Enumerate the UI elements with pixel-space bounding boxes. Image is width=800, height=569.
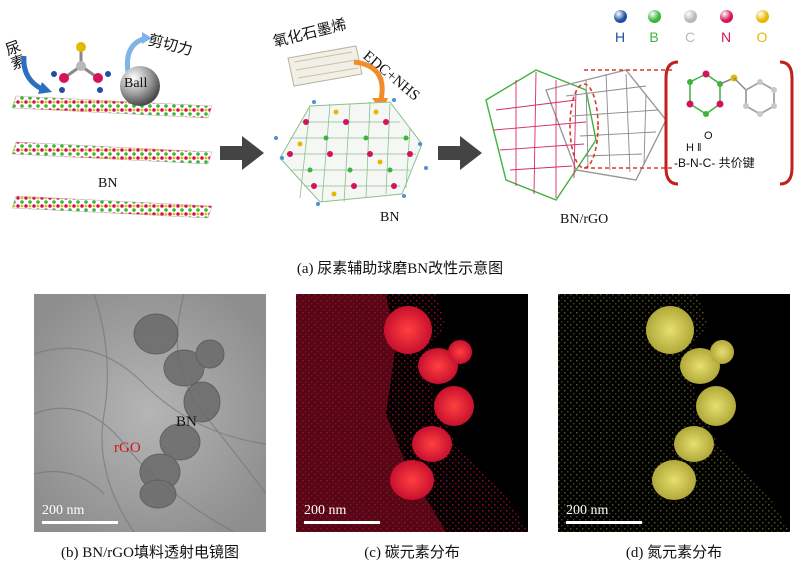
legend-item-o: O (748, 10, 776, 45)
atom-legend: H B C N O (600, 0, 800, 50)
scale-bar-c: 200 nm (304, 503, 380, 524)
bond-label: 共价键 (718, 156, 755, 170)
rgo-tem-label: rGO (114, 440, 141, 456)
legend-ball-o (755, 10, 769, 23)
legend-ball-b (647, 10, 661, 23)
nitrogen-map-panel: 200 nm (558, 294, 790, 532)
nitrogen-map-image (558, 294, 790, 532)
urea-molecule-icon (51, 42, 111, 93)
legend-symbol-b: B (649, 29, 659, 45)
scale-bar-d: 200 nm (566, 503, 642, 524)
modified-bn-flake (274, 98, 428, 206)
bn-rgo-label: BN/rGO (560, 212, 609, 227)
tem-image (34, 294, 266, 532)
legend-item-c: C (676, 10, 704, 45)
bond-formula: -B-N-C- 共价键 (674, 154, 755, 171)
caption-c: (c) 碳元素分布 (364, 545, 460, 561)
scale-line-d (566, 521, 642, 524)
tem-image-panel: BN rGO 200 nm (34, 294, 266, 532)
covalent-bond-callout: O H ‖ -B-N-C- 共价键 (664, 58, 794, 188)
scale-text-d: 200 nm (566, 503, 609, 518)
bn-layered-sheets (11, 95, 213, 219)
legend-item-h: H (606, 10, 634, 45)
legend-ball-c (683, 10, 697, 23)
legend-symbol-n: N (720, 29, 732, 45)
legend-ball-n (719, 10, 733, 23)
process-arrow-icon (220, 136, 264, 170)
legend-item-n: N (712, 10, 740, 45)
legend-ball-h (613, 10, 627, 23)
bond-formula-text: -B-N-C- (674, 156, 716, 170)
bn-rgo-composite (485, 69, 667, 201)
caption-a: (a) 尿素辅助球磨BN改性示意图 (296, 261, 504, 277)
zoom-lines (584, 69, 672, 169)
bond-molecule-icon (686, 70, 777, 117)
bracket-icon (664, 60, 794, 186)
legend-symbol-o: O (756, 29, 768, 45)
curved-arrow-icon (124, 32, 152, 73)
bn-left-label: BN (98, 176, 118, 191)
ball-icon (120, 66, 160, 106)
scale-text-b: 200 nm (42, 503, 85, 518)
graphene-oxide-sheet (287, 45, 363, 87)
carbon-map-image (296, 294, 528, 532)
caption-b: (b) BN/rGO填料透射电镜图 (61, 545, 239, 561)
scale-bar-b: 200 nm (42, 503, 118, 524)
curved-arrow-icon (21, 55, 52, 94)
bn-tem-label: BN (176, 414, 197, 430)
scale-line-b (42, 521, 118, 524)
ball-label: Ball (124, 76, 148, 91)
legend-item-b: B (640, 10, 668, 45)
process-arrow-icon (438, 136, 482, 170)
carbon-map-panel: 200 nm (296, 294, 528, 532)
bn-mid-label: BN (380, 210, 400, 225)
schematic-panel: 尿素 剪切力 Ball BN 氧化石墨烯 EDC+NHS (0, 0, 800, 262)
caption-d: (d) 氮元素分布 (625, 545, 723, 561)
legend-symbol-c: C (684, 29, 696, 45)
legend-symbol-h: H (614, 29, 626, 45)
scale-line-c (304, 521, 380, 524)
bond-structure-symbols: O H ‖ (686, 130, 713, 154)
scale-text-c: 200 nm (304, 503, 347, 518)
